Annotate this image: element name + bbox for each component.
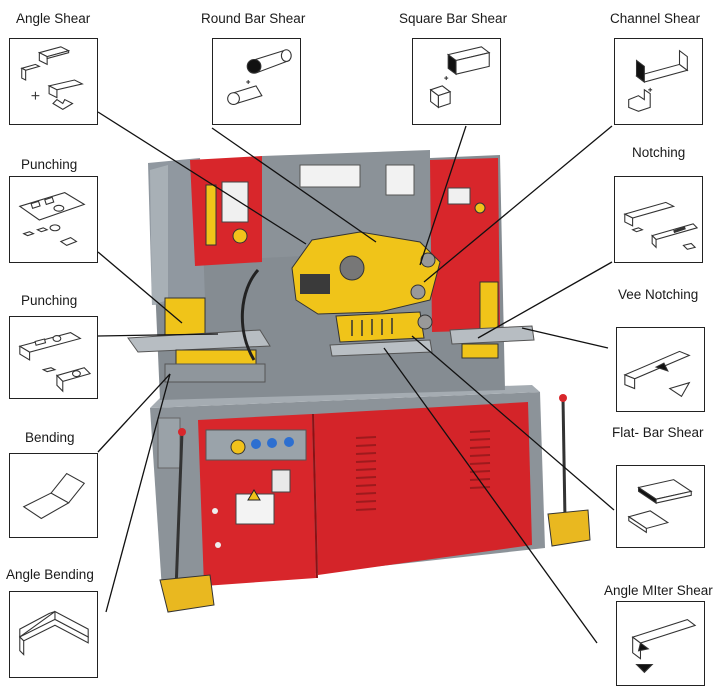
label-angle-shear: Angle Shear — [16, 11, 91, 26]
bending-icon — [9, 453, 98, 538]
angle-shear-icon — [9, 38, 98, 125]
label-square-bar-shear: Square Bar Shear — [399, 11, 508, 26]
channel-shear-icon — [614, 38, 703, 125]
angle-bending-icon — [9, 591, 98, 678]
flat-bar-shear-icon — [616, 465, 705, 548]
label-punching-top: Punching — [21, 157, 78, 172]
label-punching-bottom: Punching — [21, 293, 78, 308]
left-foot-pedal — [159, 574, 215, 613]
label-angle-miter-shear: Angle MIter Shear — [604, 583, 713, 598]
punching-bottom-icon — [9, 316, 98, 399]
notching-icon — [614, 176, 703, 263]
shear-head — [291, 231, 441, 315]
label-channel-shear: Channel Shear — [610, 11, 701, 26]
label-notching: Notching — [632, 145, 686, 160]
right-foot-pedal — [547, 509, 591, 547]
vee-notching-icon — [616, 327, 705, 412]
label-angle-bending: Angle Bending — [6, 567, 94, 582]
label-vee-notching: Vee Notching — [618, 287, 699, 302]
label-round-bar-shear: Round Bar Shear — [201, 11, 306, 26]
punching-top-icon — [9, 176, 98, 263]
punch-table — [127, 329, 271, 353]
label-bending: Bending — [25, 430, 75, 445]
square-bar-shear-icon — [412, 38, 501, 125]
right-red-door — [314, 402, 532, 575]
label-flat-bar-shear: Flat- Bar Shear — [612, 425, 704, 440]
angle-miter-shear-icon — [616, 601, 705, 686]
round-bar-shear-icon — [212, 38, 301, 125]
